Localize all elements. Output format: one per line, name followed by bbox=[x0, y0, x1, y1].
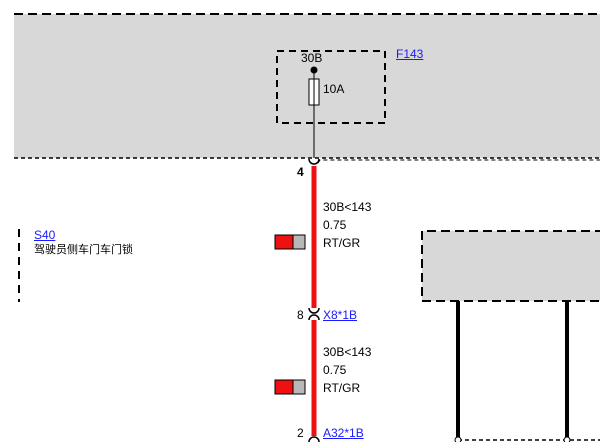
wire-1-color-swatch-gray bbox=[292, 234, 306, 250]
pin-4-label: 4 bbox=[297, 165, 304, 179]
pin-8-socket-bottom bbox=[308, 314, 320, 321]
wire-1-signal: 30B<143 bbox=[323, 200, 372, 214]
connector-x8-link[interactable]: X8*1B bbox=[323, 308, 358, 322]
wire-1-color-code: RT/GR bbox=[323, 236, 361, 250]
pin-4-socket bbox=[308, 158, 320, 165]
pin-8-socket-top bbox=[308, 307, 320, 314]
right-wire-2-end bbox=[563, 436, 571, 442]
fuse-f143-link[interactable]: F143 bbox=[396, 47, 424, 61]
wire-2-gauge: 0.75 bbox=[323, 363, 347, 377]
wire-1-gauge: 0.75 bbox=[323, 218, 347, 232]
right-module-border bbox=[421, 230, 600, 302]
wire-2-signal: 30B<143 bbox=[323, 345, 372, 359]
pin-8-label: 8 bbox=[297, 308, 304, 322]
wire-2-color-swatch-gray bbox=[292, 379, 306, 395]
pin-2-socket bbox=[308, 436, 320, 442]
connector-a32-link[interactable]: A32*1B bbox=[323, 426, 364, 440]
fuse-terminal-dot bbox=[310, 66, 318, 74]
wire-2-color-swatch-red bbox=[274, 379, 294, 395]
lower-module-outline bbox=[317, 159, 600, 164]
wire-1-color-swatch-red bbox=[274, 234, 294, 250]
wire-2-color-code: RT/GR bbox=[323, 381, 361, 395]
s40-link[interactable]: S40 bbox=[34, 228, 56, 242]
s40-description: 驾驶员侧车门车门锁 bbox=[34, 243, 133, 256]
right-wire-1-end bbox=[454, 436, 462, 442]
right-module-area bbox=[422, 231, 600, 301]
fuse-rating-label: 10A bbox=[323, 82, 345, 96]
fuse-module-area bbox=[14, 14, 600, 158]
fuse-terminal-label: 30B bbox=[301, 51, 323, 65]
fuse-box bbox=[276, 50, 386, 124]
pin-2-label: 2 bbox=[297, 426, 304, 440]
